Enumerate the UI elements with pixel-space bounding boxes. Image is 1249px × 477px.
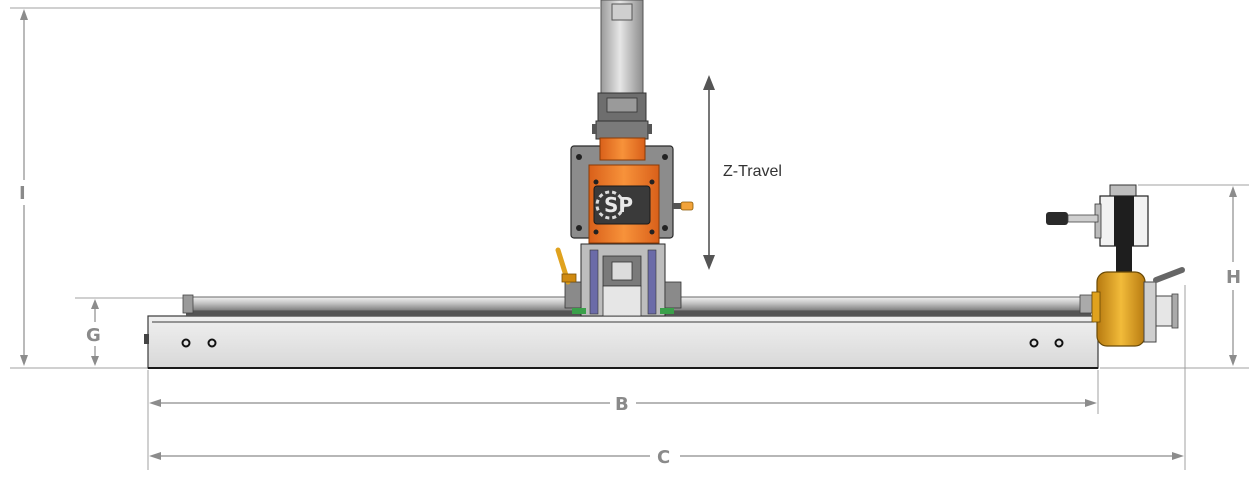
mount-hole — [1029, 338, 1039, 348]
dimension-h: H — [1100, 184, 1249, 369]
dimension-g-label: G — [86, 325, 101, 346]
base-beam — [144, 315, 1099, 369]
lower-carriage — [555, 243, 682, 317]
mount-hole — [207, 338, 217, 348]
mount-hole — [181, 338, 191, 348]
z-travel-dimension: Z-Travel — [703, 75, 782, 270]
dimension-b-label: B — [615, 394, 629, 415]
mount-hole — [1054, 338, 1064, 348]
spindle-column — [592, 0, 652, 140]
z-travel-label: Z-Travel — [723, 163, 782, 180]
dimension-g: G — [75, 297, 185, 366]
logo-text: SP — [604, 193, 633, 217]
handwheel-assembly — [1046, 184, 1185, 347]
dimension-c-label: C — [657, 447, 670, 468]
dimension-i-label: I — [19, 183, 26, 204]
dimension-b: B — [147, 370, 1099, 415]
dimension-h-label: H — [1226, 267, 1241, 288]
carriage-head: SP — [570, 137, 694, 244]
dimension-i: I — [10, 7, 600, 369]
dimension-c: C — [147, 285, 1186, 470]
